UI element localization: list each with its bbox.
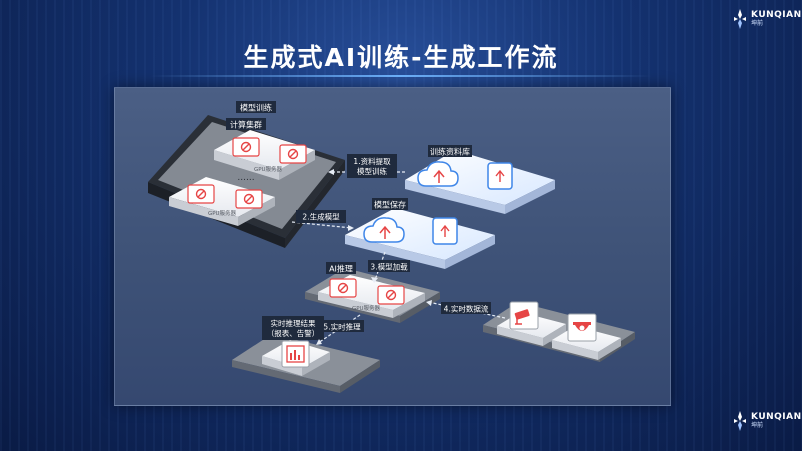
step1-label-line2: 模型训练	[357, 166, 387, 176]
step1-label-line1: 1.资料提取	[353, 156, 391, 166]
label-box	[226, 118, 266, 130]
result-group: 实时推理结果 （报表、告警）	[232, 316, 380, 393]
gpu-icon	[329, 278, 357, 298]
label-box	[428, 145, 472, 157]
gpu-icon	[232, 137, 260, 157]
label-box	[368, 260, 410, 272]
gpu-icon	[235, 189, 263, 209]
label-box	[236, 101, 276, 113]
title-underline	[150, 75, 652, 77]
step4-connector: 4.实时数据流	[426, 300, 506, 319]
cloud-upload-icon	[417, 161, 459, 187]
report-chart-icon	[281, 340, 310, 368]
gpu-server-label: GPU服务器	[208, 209, 237, 217]
step2-connector: 2.生成模型	[291, 210, 354, 231]
result-label-line2: （报表、告警）	[267, 328, 320, 338]
logo-brand: KUNQIAN	[751, 10, 802, 20]
arrow-down-icon	[371, 277, 378, 283]
model-training-label: 模型训练	[240, 103, 272, 113]
ai-inference-label: AI推理	[329, 264, 353, 274]
label-box	[262, 316, 324, 340]
training-library-group: 训练资料库	[405, 145, 555, 214]
step4-label: 4.实时数据流	[444, 304, 489, 314]
logo-icon	[734, 9, 746, 29]
cluster-label: 计算集群	[230, 120, 262, 130]
gpu-icon	[187, 184, 215, 204]
logo-brand: KUNQIAN	[751, 412, 802, 422]
ai-inference-group: AI推理 GPU服务器	[305, 262, 440, 323]
logo-bottom-right: KUNQIAN 坤前	[733, 411, 802, 431]
step3-label: 3.模型加载	[370, 262, 408, 272]
label-box	[320, 320, 364, 332]
logo-icon	[734, 411, 746, 431]
storage-icon	[487, 162, 513, 190]
camera-source-group	[483, 301, 635, 362]
cloud-upload-icon	[363, 217, 405, 243]
model-save-label: 模型保存	[374, 200, 406, 210]
logo-sub: 坤前	[751, 20, 764, 27]
model-save-group: 模型保存	[345, 198, 495, 269]
result-label-line1: 实时推理结果	[271, 318, 316, 328]
gpu-icon	[279, 144, 307, 164]
page-title: 生成式AI训练-生成工作流	[243, 43, 559, 72]
training-library-label: 训练资料库	[430, 147, 470, 157]
label-box	[347, 154, 397, 178]
gpu-icon	[377, 285, 405, 305]
label-box	[296, 210, 346, 223]
step2-label: 2.生成模型	[302, 212, 340, 222]
label-box	[441, 302, 491, 314]
cluster-dots: ......	[237, 173, 254, 183]
gpu-server-label: GPU服务器	[352, 304, 381, 312]
dome-camera-icon	[567, 313, 597, 342]
model-training-group: 模型训练 计算集群 ...... GPU服务器 GPU服务器	[148, 101, 345, 248]
step3-connector: 3.模型加载	[368, 251, 410, 283]
step1-connector: 1.资料提取 模型训练	[328, 154, 405, 178]
security-camera-icon	[509, 301, 539, 330]
arrow-down-icon	[316, 339, 322, 345]
logo-top-right: KUNQIAN 坤前	[733, 9, 802, 29]
step5-label: 5.实时推理	[323, 322, 361, 332]
arrow-left-icon	[426, 300, 432, 306]
storage-icon	[432, 217, 458, 245]
arrow-right-icon	[348, 225, 354, 231]
logo-sub: 坤前	[751, 422, 764, 429]
gpu-server-label: GPU服务器	[254, 165, 283, 173]
step5-connector: 5.实时推理	[316, 314, 364, 345]
label-box	[326, 262, 356, 274]
arrow-left-icon	[328, 169, 334, 175]
label-box	[372, 198, 408, 210]
